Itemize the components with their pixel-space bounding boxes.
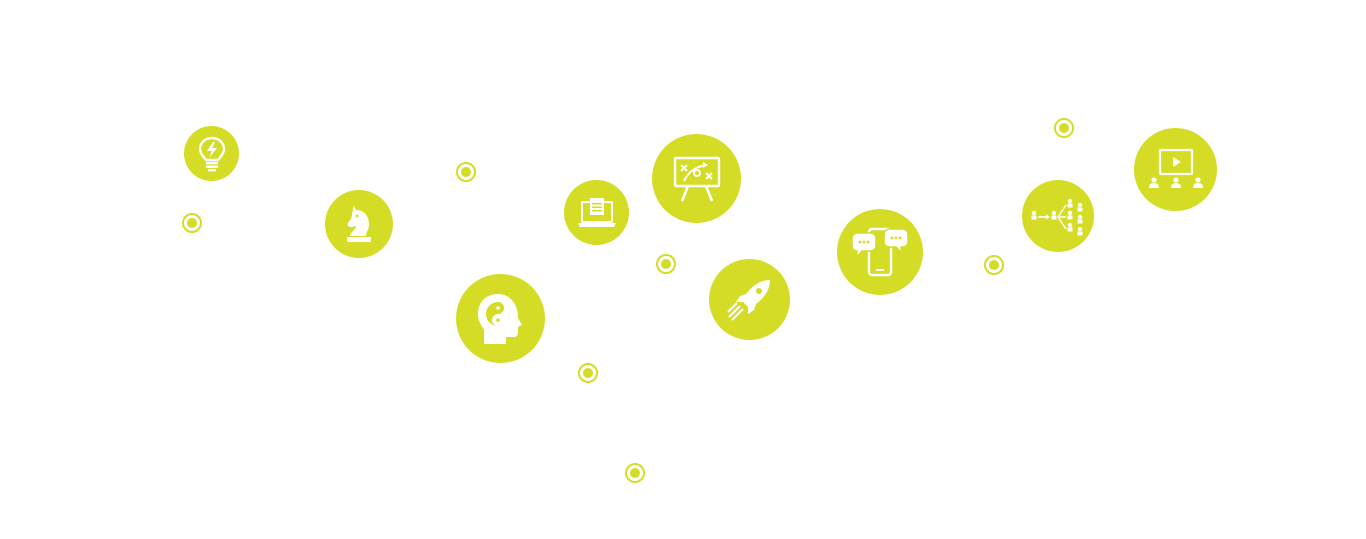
- chess-knight-icon: [325, 190, 393, 258]
- ring-dot-icon: [984, 255, 1004, 275]
- ring-dot-icon: [1054, 118, 1074, 138]
- ring-dot-icon: [578, 363, 598, 383]
- network-hierarchy-icon: [1022, 180, 1094, 252]
- head-yin-yang-icon: [456, 274, 545, 363]
- strategy-board-icon: [652, 134, 741, 223]
- rocket-icon: [709, 259, 790, 340]
- ring-dot-icon: [456, 162, 476, 182]
- ring-dot-icon: [656, 254, 676, 274]
- lightbulb-icon: [184, 126, 239, 181]
- video-presentation-icon: [1134, 128, 1217, 211]
- ring-dot-icon: [182, 213, 202, 233]
- laptop-document-icon: [564, 180, 629, 245]
- ring-dot-icon: [625, 463, 645, 483]
- mobile-chat-icon: [837, 209, 923, 295]
